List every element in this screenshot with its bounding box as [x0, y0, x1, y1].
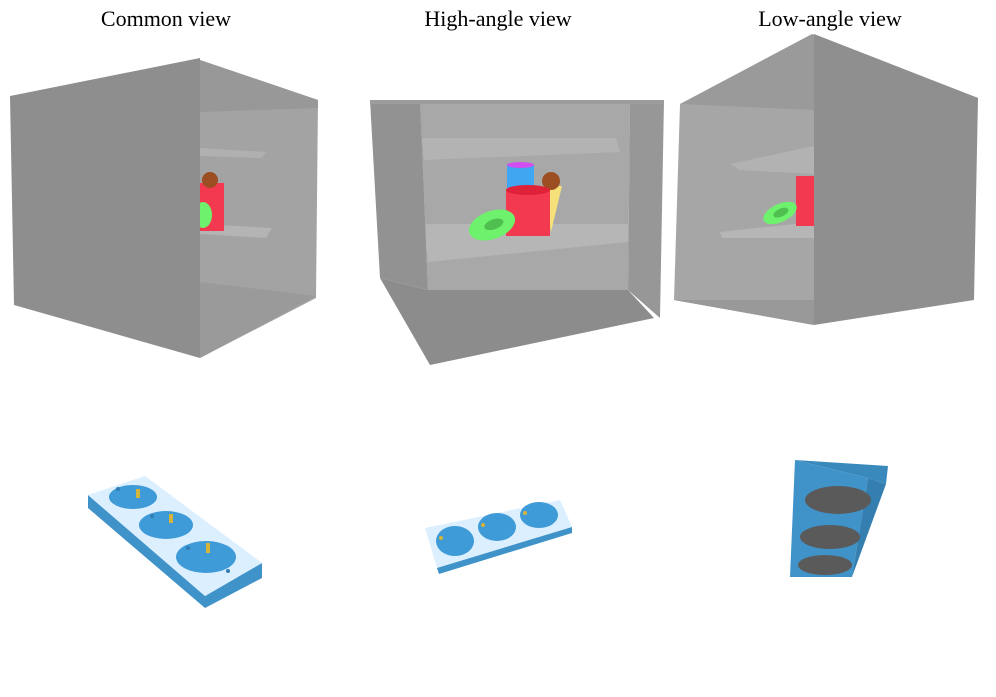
cabinet-top-inner: [200, 60, 318, 112]
ground-pin: [523, 511, 527, 515]
cabinet-side-panel: [10, 58, 200, 358]
common-view-title: Common view: [100, 6, 232, 31]
socket-hole: [520, 502, 558, 528]
socket-hole: [139, 511, 193, 539]
cabinet-bottom-inner: [200, 282, 316, 358]
back-hole: [800, 525, 860, 549]
shelf-lower: [720, 222, 814, 238]
cabinet-high-angle-view: [370, 100, 664, 365]
blue-cup-rim: [507, 162, 534, 168]
socket-hole: [176, 541, 236, 573]
socket-strip-low-angle-view: [790, 460, 888, 577]
cabinet-top-rim: [370, 100, 664, 104]
socket-strip-common-view: [88, 476, 262, 608]
cabinet-bottom-panel: [380, 278, 654, 365]
red-cup: [506, 190, 550, 236]
brown-ball: [202, 172, 218, 188]
low-angle-view-title: Low-angle view: [758, 6, 902, 31]
shelf-upper: [422, 138, 620, 160]
ground-pin: [169, 514, 173, 523]
back-hole: [805, 486, 871, 514]
plate-side: [437, 527, 572, 574]
green-ring: [468, 209, 516, 241]
cabinet-side-panel: [814, 34, 978, 325]
socket-tab: [226, 569, 230, 573]
shelf-upper: [200, 148, 266, 158]
plate-top-edge: [795, 460, 888, 484]
cabinet-interior: [200, 60, 318, 358]
ground-pin: [439, 536, 443, 540]
cabinet-left-panel: [370, 100, 428, 290]
back-hole: [798, 555, 852, 575]
socket-hole: [436, 526, 474, 556]
socket-hole: [478, 513, 516, 541]
red-cup: [796, 176, 814, 226]
red-cup-rim: [506, 185, 550, 195]
socket-tab: [186, 546, 190, 550]
cabinet-low-angle-view: [674, 34, 978, 325]
plate-side: [852, 478, 886, 577]
socket-strip-high-angle-view: [425, 500, 572, 574]
high-angle-view-title: High-angle view: [424, 6, 572, 31]
cabinet-common-view: [10, 58, 318, 358]
socket-tab: [116, 487, 120, 491]
ground-pin: [136, 489, 140, 498]
socket-tab: [150, 514, 154, 518]
ground-pin: [481, 523, 485, 527]
shelf-upper: [730, 146, 814, 174]
socket-hole: [109, 485, 157, 509]
cabinet-right-panel: [628, 100, 664, 318]
cabinet-bottom-inner: [674, 300, 814, 325]
brown-ball: [542, 172, 560, 190]
ground-pin: [206, 543, 210, 553]
green-ring: [763, 201, 797, 225]
